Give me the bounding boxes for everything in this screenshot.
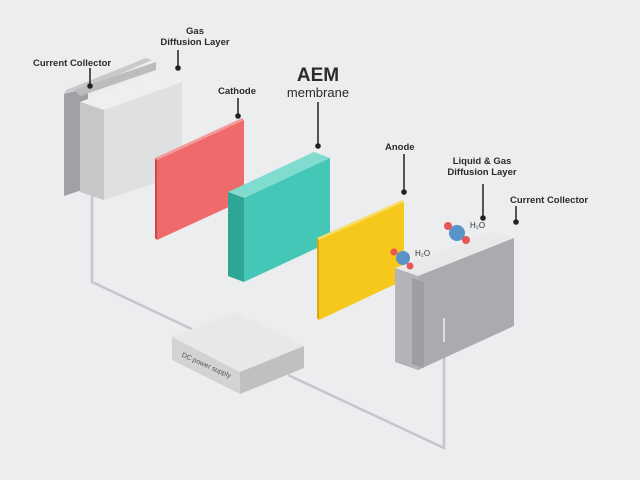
- label-h2o-a: H₂O: [470, 221, 486, 230]
- label-current-collector-left: Current Collector: [33, 58, 112, 69]
- label-aem-membrane: AEM membrane: [276, 66, 360, 100]
- label-aem-title: AEM: [296, 65, 340, 86]
- label-gas-diffusion-layer: Gas Diffusion Layer: [150, 26, 240, 48]
- label-liquid-gas-line1: Liquid & Gas: [452, 156, 512, 167]
- circuit-wires: [90, 196, 446, 450]
- label-current-collector-right: Current Collector: [510, 195, 589, 206]
- label-anode: Anode: [385, 142, 415, 153]
- water-molecule-a: [444, 222, 470, 244]
- wire-left: [90, 196, 201, 335]
- label-h2o-b: H₂O: [415, 249, 431, 258]
- label-pointers: [87, 50, 519, 225]
- dc-power-supply: [172, 312, 304, 394]
- label-gas-diffusion-layer-line2: Diffusion Layer: [160, 37, 230, 48]
- aem-membrane-block: [228, 152, 330, 282]
- label-liquid-gas-line2: Diffusion Layer: [447, 167, 517, 178]
- label-gas-diffusion-layer-line1: Gas: [186, 26, 204, 37]
- wire-right: [287, 318, 446, 450]
- label-cathode: Cathode: [218, 86, 256, 97]
- anode-plate: [317, 200, 404, 320]
- label-liquid-gas-diffusion-layer: Liquid & Gas Diffusion Layer: [436, 156, 528, 178]
- label-aem-sub: membrane: [286, 85, 350, 100]
- current-collector-right: [395, 232, 514, 370]
- cathode-plate: [155, 118, 244, 240]
- water-molecule-b: [390, 248, 414, 270]
